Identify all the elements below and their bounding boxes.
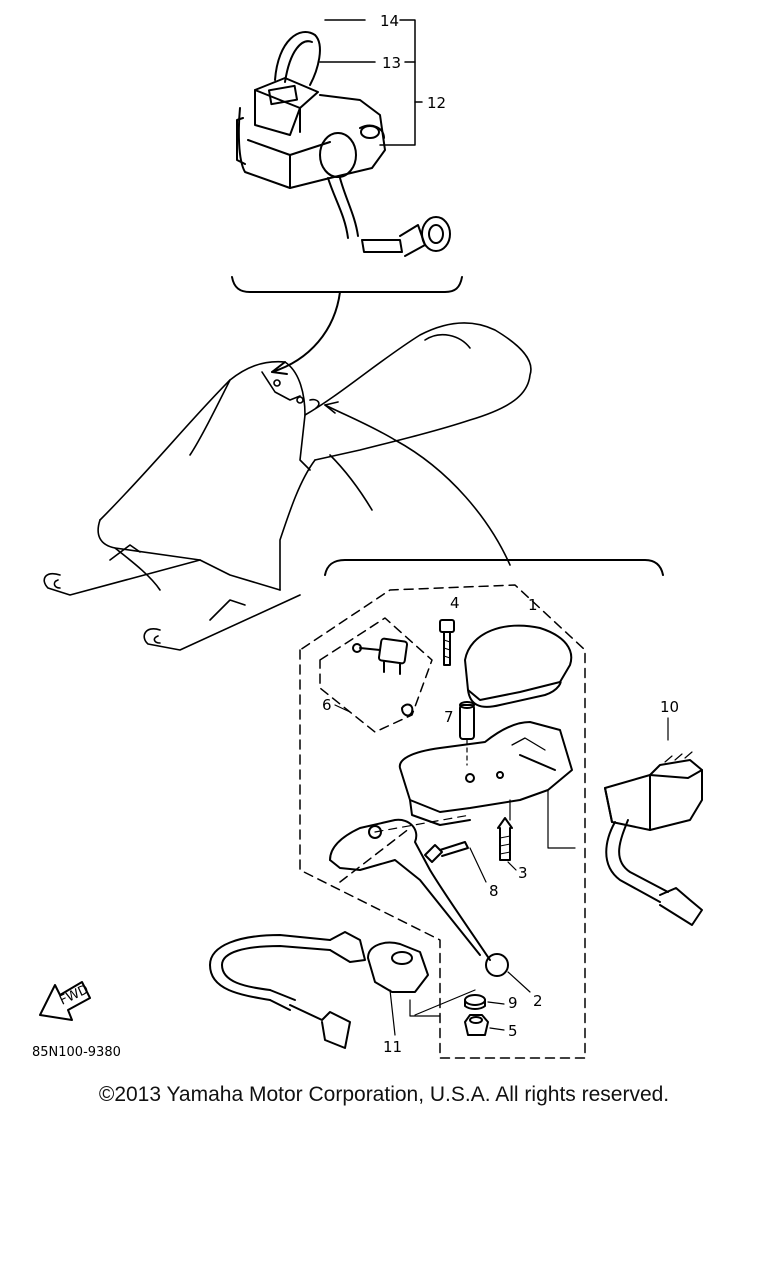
callout-1: 1 — [528, 596, 538, 614]
stop-switch-part-6 — [352, 637, 414, 717]
stop-switch-part-11 — [209, 931, 429, 1049]
copyright-notice: ©2013 Yamaha Motor Corporation, U.S.A. A… — [98, 1083, 670, 1106]
callout-4: 4 — [450, 594, 460, 612]
callout-3: 3 — [518, 864, 528, 882]
leader-arrow-bottom — [324, 404, 511, 566]
nut-part-5 — [464, 1014, 489, 1036]
brake-lever-part-2 — [329, 818, 509, 977]
callout-7: 7 — [444, 708, 454, 726]
callout-bracket-top — [319, 19, 423, 146]
callout-11: 11 — [383, 1038, 402, 1056]
callout-5: 5 — [508, 1022, 518, 1040]
lever-bracket — [398, 721, 573, 826]
bolt-part-3 — [497, 817, 513, 861]
callout-10: 10 — [660, 698, 679, 716]
lever-cover — [464, 624, 573, 708]
brake-switch-part-10 — [604, 751, 703, 926]
callout-12: 12 — [427, 94, 446, 112]
callout-14: 14 — [380, 12, 399, 30]
section-bracket-bottom — [324, 559, 664, 576]
callout-2: 2 — [533, 992, 543, 1010]
fwd-arrow-icon: FWD — [39, 981, 91, 1021]
nut-part-9 — [464, 994, 486, 1010]
diagram-code: 85N100-9380 — [32, 1045, 121, 1060]
snowmobile-outline — [43, 322, 532, 651]
leader-arrow-top — [271, 291, 341, 373]
callout-6: 6 — [322, 696, 332, 714]
switch-housing-assembly — [236, 31, 451, 257]
callout-13: 13 — [382, 54, 401, 72]
pivot-bolt-part-8 — [424, 841, 469, 863]
dashed-kit-outline — [299, 584, 586, 1059]
callout-9: 9 — [508, 994, 518, 1012]
section-bracket-top — [231, 276, 463, 293]
collar-part-7 — [459, 701, 475, 766]
parts-diagram: 14 13 12 — [32, 12, 703, 1060]
callout-8: 8 — [489, 882, 499, 900]
fwd-label: FWD — [57, 982, 91, 1008]
bolt-part-4 — [439, 619, 455, 666]
